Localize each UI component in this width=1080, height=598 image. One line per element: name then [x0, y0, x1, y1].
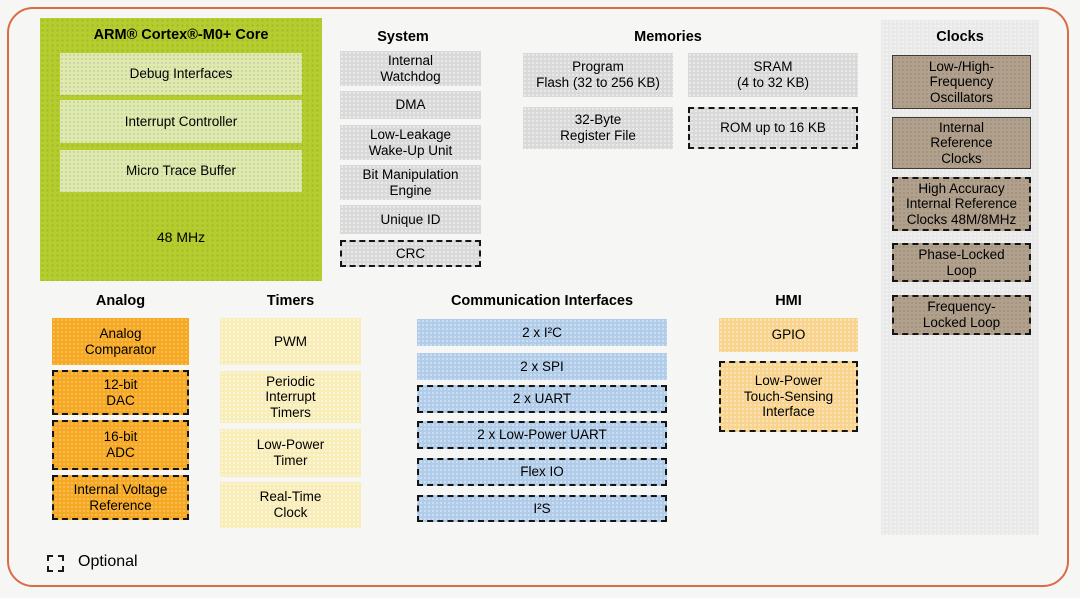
core-title: ARM® Cortex®-M0+ Core [93, 27, 269, 43]
clocks-box-fll: Frequency- Locked Loop [892, 295, 1031, 335]
legend-optional-label: Optional [78, 553, 138, 570]
comm-box-i2c: 2 x I²C [417, 319, 667, 346]
hmi-header: HMI [775, 293, 802, 309]
hmi-box-touch-sensing: Low-Power Touch-Sensing Interface [719, 361, 858, 432]
clocks-header: Clocks [936, 29, 984, 45]
memories-box-program-flash: Program Flash (32 to 256 KB) [523, 53, 673, 97]
system-box-crc: CRC [340, 240, 481, 267]
optional-dashed-box-icon [47, 555, 64, 572]
clocks-box-pll: Phase-Locked Loop [892, 243, 1031, 282]
comm-box-flexio: Flex IO [417, 458, 667, 486]
hmi-box-gpio: GPIO [719, 318, 858, 352]
timers-box-rtc: Real-Time Clock [220, 482, 361, 528]
analog-header: Analog [95, 293, 146, 309]
core-box-interrupt-controller: Interrupt Controller [60, 100, 302, 143]
comm-box-uart: 2 x UART [417, 385, 667, 413]
core-box-micro-trace-buffer: Micro Trace Buffer [60, 150, 302, 192]
core-block: ARM® Cortex®-M0+ Core Debug Interfaces I… [40, 18, 322, 281]
analog-box-comparator: Analog Comparator [52, 318, 189, 365]
timers-box-periodic-interrupt-timers: Periodic Interrupt Timers [220, 371, 361, 423]
clocks-box-oscillators: Low-/High- Frequency Oscillators [892, 55, 1031, 109]
clocks-box-high-accuracy-irc: High Accuracy Internal Reference Clocks … [892, 177, 1031, 231]
system-box-internal-watchdog: Internal Watchdog [340, 51, 481, 86]
system-box-low-leakage-wakeup-unit: Low-Leakage Wake-Up Unit [340, 125, 481, 160]
timers-box-low-power-timer: Low-Power Timer [220, 429, 361, 477]
analog-box-voltage-reference: Internal Voltage Reference [52, 475, 189, 520]
system-box-bit-manipulation-engine: Bit Manipulation Engine [340, 165, 481, 200]
timers-header: Timers [266, 293, 315, 309]
system-box-unique-id: Unique ID [340, 205, 481, 234]
memories-box-register-file: 32-Byte Register File [523, 107, 673, 149]
timers-box-pwm: PWM [220, 318, 361, 365]
memories-box-sram: SRAM (4 to 32 KB) [688, 53, 858, 97]
comm-header: Communication Interfaces [450, 293, 634, 309]
core-frequency-label: 48 MHz [156, 229, 206, 245]
clocks-box-internal-reference: Internal Reference Clocks [892, 117, 1031, 169]
memories-box-rom: ROM up to 16 KB [688, 107, 858, 149]
diagram-frame [7, 7, 1069, 587]
comm-box-low-power-uart: 2 x Low-Power UART [417, 421, 667, 449]
comm-box-spi: 2 x SPI [417, 353, 667, 380]
core-box-debug-interfaces: Debug Interfaces [60, 53, 302, 95]
memories-header: Memories [634, 29, 702, 45]
analog-box-adc: 16-bit ADC [52, 420, 189, 470]
system-box-dma: DMA [340, 91, 481, 119]
analog-box-dac: 12-bit DAC [52, 370, 189, 415]
comm-box-i2s: I²S [417, 495, 667, 522]
system-header: System [377, 29, 429, 45]
